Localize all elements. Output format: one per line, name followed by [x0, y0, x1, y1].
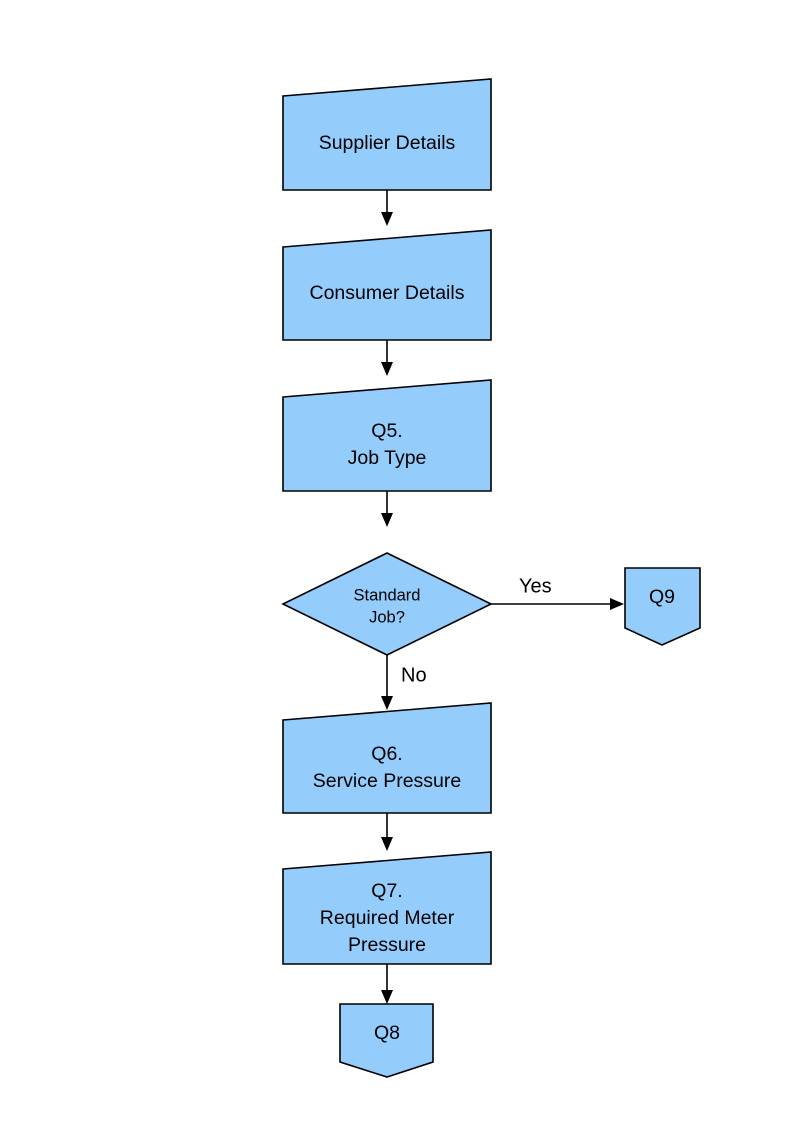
node-q6-service-pressure[interactable]: Q6. Service Pressure [282, 702, 492, 814]
node-q8[interactable]: Q8 [339, 1003, 434, 1078]
connector-supplier-to-consumer [381, 190, 393, 226]
connector-decision-to-q9: Yes [491, 575, 624, 610]
supplier-details-label: Supplier Details [319, 132, 456, 154]
node-q7-required-meter-pressure[interactable]: Q7. Required Meter Pressure [282, 851, 492, 965]
q5-job-type-label-line1: Q5. [371, 420, 402, 442]
arrowhead-icon [381, 362, 393, 376]
connector-q7-to-q8 [381, 964, 393, 1004]
edge-label-yes: Yes [519, 575, 552, 597]
q7-required-meter-pressure-label-line2: Required Meter [320, 907, 455, 929]
standard-job-decision-label-line2: Job? [369, 608, 405, 626]
q7-required-meter-pressure-label-line3: Pressure [348, 934, 426, 956]
arrowhead-icon [610, 598, 624, 610]
node-standard-job-decision[interactable]: Standard Job? [281, 552, 493, 656]
connector-q5-to-decision [381, 491, 393, 527]
q9-shape[interactable] [624, 567, 701, 646]
consumer-details-shape[interactable] [282, 229, 492, 341]
node-supplier-details[interactable]: Supplier Details [282, 78, 492, 191]
node-q9[interactable]: Q9 [624, 567, 701, 646]
consumer-details-label: Consumer Details [310, 282, 465, 304]
arrowhead-icon [381, 990, 393, 1004]
connector-decision-to-q6: No [381, 655, 427, 710]
q9-label: Q9 [649, 586, 675, 608]
q7-required-meter-pressure-label-line1: Q7. [371, 880, 402, 902]
supplier-details-shape[interactable] [282, 78, 492, 191]
q8-label: Q8 [374, 1022, 400, 1044]
q7-required-meter-pressure-shape[interactable] [282, 851, 492, 965]
connector-consumer-to-q5 [381, 340, 393, 376]
node-consumer-details[interactable]: Consumer Details [282, 229, 492, 341]
arrowhead-icon [381, 513, 393, 527]
edge-label-no: No [401, 664, 427, 686]
q6-service-pressure-label-line2: Service Pressure [313, 770, 461, 792]
standard-job-decision-label-line1: Standard [354, 586, 421, 604]
arrowhead-icon [381, 837, 393, 851]
q6-service-pressure-label-line1: Q6. [371, 743, 402, 765]
arrowhead-icon [381, 696, 393, 710]
q5-job-type-shape[interactable] [282, 379, 492, 492]
arrowhead-icon [381, 212, 393, 226]
connector-q6-to-q7 [381, 813, 393, 851]
q8-shape[interactable] [339, 1003, 434, 1078]
q5-job-type-label-line2: Job Type [348, 447, 427, 469]
q6-service-pressure-shape[interactable] [282, 702, 492, 814]
node-q5-job-type[interactable]: Q5. Job Type [282, 379, 492, 492]
